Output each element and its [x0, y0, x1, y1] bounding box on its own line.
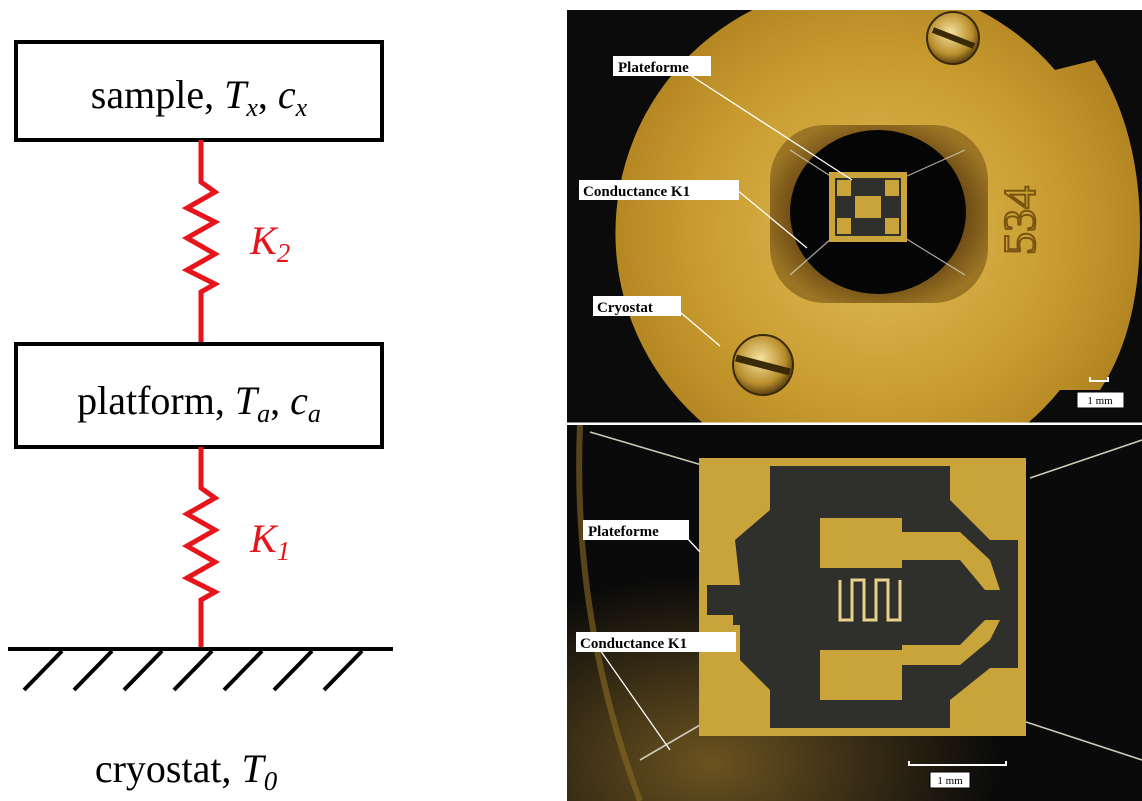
sample-box: sample, Tx, cx — [14, 40, 384, 142]
top-label-cryostat: Cryostat — [593, 296, 681, 316]
sample-label: sample, Tx, cx — [91, 72, 308, 122]
top-scale-bar: 1 mm — [1076, 377, 1125, 409]
svg-text:1 mm: 1 mm — [937, 775, 963, 787]
spring-k1-label: K1 — [249, 516, 290, 566]
platform-box: platform, Ta, ca — [14, 342, 384, 449]
top-callout-lines — [679, 74, 853, 347]
spring-k1: K1 — [181, 447, 290, 648]
cryostat-label: cryostat, T0 — [95, 746, 278, 796]
top-label-plateforme: Plateforme — [613, 56, 711, 76]
bottom-callout-lines — [599, 537, 701, 751]
screw-top — [926, 11, 980, 65]
bottom-scale-bar: 1 mm — [908, 761, 1007, 789]
spring-k2-label: K2 — [249, 218, 290, 268]
bottom-label-conductance: Conductance K1 — [576, 632, 736, 652]
engraved-number: 534 — [994, 186, 1045, 255]
heater-meander — [838, 578, 902, 622]
bottom-label-plateforme: Plateforme — [583, 520, 689, 540]
platform-chip-small — [829, 172, 907, 242]
svg-text:1 mm: 1 mm — [1087, 395, 1113, 407]
svg-text:Conductance K1: Conductance K1 — [583, 184, 690, 200]
photo-top: 534 Plateforme Conductance K1 Cryostat 1… — [567, 10, 1142, 423]
svg-text:Plateforme: Plateforme — [588, 524, 659, 540]
thermal-schematic: sample, Tx, cx K2 platform, Ta, ca K1 — [8, 40, 393, 796]
screw-bottom — [732, 334, 794, 396]
top-label-conductance: Conductance K1 — [579, 180, 739, 200]
svg-text:Cryostat: Cryostat — [597, 300, 653, 316]
platform-chip-large — [699, 458, 1026, 736]
svg-text:Plateforme: Plateforme — [618, 60, 689, 76]
spring-k2: K2 — [181, 140, 290, 344]
cryostat-ground: cryostat, T0 — [8, 647, 393, 796]
platform-label: platform, Ta, ca — [77, 378, 321, 428]
svg-text:Conductance K1: Conductance K1 — [580, 636, 687, 652]
photo-bottom: Plateforme Conductance K1 1 mm — [567, 425, 1142, 801]
support-wires — [789, 149, 966, 276]
